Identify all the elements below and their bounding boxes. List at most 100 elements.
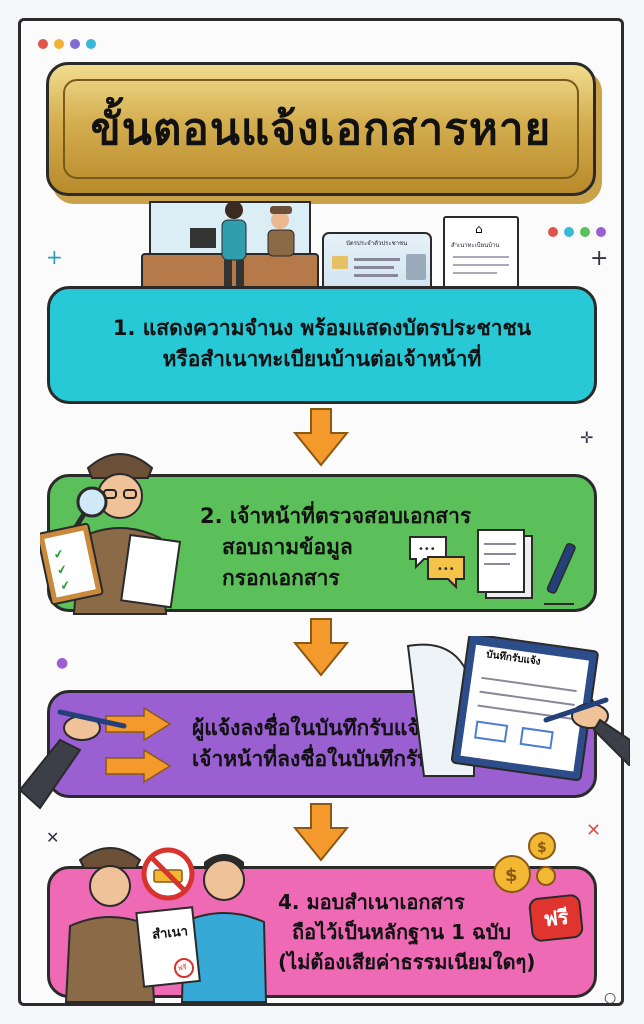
check-mark-icon: ✔ — [52, 546, 65, 562]
officer-face-2 — [89, 865, 131, 907]
step-1-line-2: หรือสำเนาทะเบียนบ้านต่อเจ้าหน้าที่ — [162, 347, 482, 371]
x-decoration: ✕ — [586, 820, 602, 841]
sparkle-decoration-2: ✕ — [46, 828, 60, 847]
citizen-leg — [224, 260, 232, 304]
step-4-line-2: ถือไว้เป็นหลักฐาน 1 ฉบับ — [292, 920, 511, 944]
check-mark-icon-3: ✔ — [59, 578, 72, 594]
step-1-box: 1. แสดงความจำนง พร้อมแสดงบัตรประชาชน หรื… — [47, 286, 597, 404]
clipboard-paper — [44, 530, 96, 598]
down-arrow-icon-3 — [292, 803, 350, 862]
chat-dots: ••• — [418, 544, 436, 555]
dollar-sign: $ — [505, 865, 518, 886]
citizen-shirt — [180, 912, 268, 1003]
signing-hand-icon-2 — [543, 697, 630, 766]
magnifier-icon — [76, 486, 108, 518]
right-arrows-icon — [105, 706, 172, 784]
dot-red-2 — [548, 227, 558, 237]
step-4-text: 4. มอบสำเนาเอกสาร ถือไว้เป็นหลักฐาน 1 ฉบ… — [278, 887, 535, 977]
chat-bubble-1 — [409, 536, 447, 570]
side-dots — [548, 227, 606, 237]
copy-stamp-text: ฟรี — [177, 963, 188, 973]
computer-monitor — [190, 228, 216, 248]
dot-blue — [86, 39, 96, 49]
citizen-leg-2 — [236, 260, 244, 304]
sleeve — [20, 738, 82, 810]
dollar-sign-2: $ — [537, 840, 547, 856]
signing-pen — [57, 709, 127, 729]
card-photo — [406, 254, 426, 280]
glasses-right — [123, 489, 137, 499]
copy-stamp — [174, 958, 194, 978]
down-arrow-icon-2 — [292, 618, 350, 677]
officer-cap-2 — [86, 453, 154, 479]
free-badge: ฟรี — [527, 893, 585, 943]
officer-head — [271, 211, 289, 229]
officer-body — [267, 229, 295, 257]
title-inner-frame: ขั้นตอนแจ้งเอกสารหาย — [63, 79, 579, 179]
police-officer-icon: ✔ ✔ ✔ — [40, 453, 182, 615]
copy-document — [135, 906, 201, 988]
chat-bubbles-icon: ••• ••• — [409, 536, 465, 589]
doc-line-3 — [453, 272, 497, 274]
step-3-line-1: ผู้แจ้งลงชื่อในบันทึกรับแจ้ง — [192, 716, 430, 740]
dot-blue-2 — [564, 227, 574, 237]
chat-dots-2: ••• — [437, 564, 455, 575]
plus-decoration-2: + — [590, 246, 609, 271]
form-lines — [474, 676, 577, 750]
dot-red — [38, 39, 48, 49]
dot-yellow — [54, 39, 64, 49]
sleeve-2 — [592, 718, 630, 766]
prohibit-slash — [150, 856, 186, 892]
house-icon: ⌂ — [475, 222, 483, 236]
card-line — [354, 258, 400, 261]
citizen-head — [225, 201, 243, 219]
dot-decoration: ● — [56, 655, 69, 671]
coin-3 — [536, 866, 556, 886]
doc-line-2 — [453, 264, 509, 266]
dot-purple — [70, 39, 80, 49]
card-chip — [332, 256, 348, 269]
id-card-header: บัตรประจำตัวประชาชน — [346, 240, 408, 247]
step-2-line-3: กรอกเอกสาร — [222, 566, 340, 590]
citizen-hair — [204, 854, 244, 870]
doc-line — [453, 256, 509, 258]
pen-body — [546, 543, 576, 594]
card-line-2 — [354, 266, 394, 269]
house-doc-header: สำเนาทะเบียนบ้าน — [451, 242, 500, 249]
sparkle-decoration: ✛ — [580, 428, 594, 447]
right-arrow-1 — [105, 706, 172, 742]
page-title: ขั้นตอนแจ้งเอกสารหาย — [90, 104, 552, 155]
officer-paper — [120, 533, 182, 609]
papers-icon — [477, 529, 533, 599]
arrow-shape — [292, 408, 350, 467]
step-4-line-1: 4. มอบสำเนาเอกสาร — [278, 890, 465, 914]
record-form-icon — [406, 636, 599, 782]
arrow-shape-3 — [292, 803, 350, 862]
window-dots — [38, 39, 96, 49]
pen-icon — [544, 543, 576, 605]
plus-decoration: + — [46, 245, 63, 269]
coins-icon: $ $ — [493, 832, 556, 893]
arrow-shape-2 — [292, 618, 350, 677]
chat-bubble-2 — [427, 556, 465, 589]
dot-purple-2 — [596, 227, 606, 237]
paper-front — [477, 529, 525, 593]
step-2-line-2: สอบถามข้อมูล — [222, 535, 353, 559]
officer-cap — [270, 206, 292, 214]
step-1-line-1: 1. แสดงความจำนง พร้อมแสดงบัตรประชาชน — [112, 316, 532, 340]
citizen-body — [221, 219, 247, 261]
title-banner: ขั้นตอนแจ้งเอกสารหาย — [46, 62, 596, 196]
handover-scene-icon — [64, 847, 268, 1003]
card-line-3 — [354, 274, 398, 277]
step-2-line-1: 2. เจ้าหน้าที่ตรวจสอบเอกสาร — [200, 504, 472, 528]
coin-2 — [493, 855, 531, 893]
check-mark-icon-2: ✔ — [56, 562, 69, 578]
officer-cap-3 — [78, 847, 142, 869]
citizen-face — [203, 859, 245, 901]
down-arrow-icon — [292, 408, 350, 467]
step-1-text: 1. แสดงความจำนง พร้อมแสดงบัตรประชาชน หรื… — [50, 313, 594, 375]
copy-document-header: สำเนา — [151, 924, 189, 943]
coin — [528, 832, 556, 860]
no-money-icon — [141, 847, 195, 901]
